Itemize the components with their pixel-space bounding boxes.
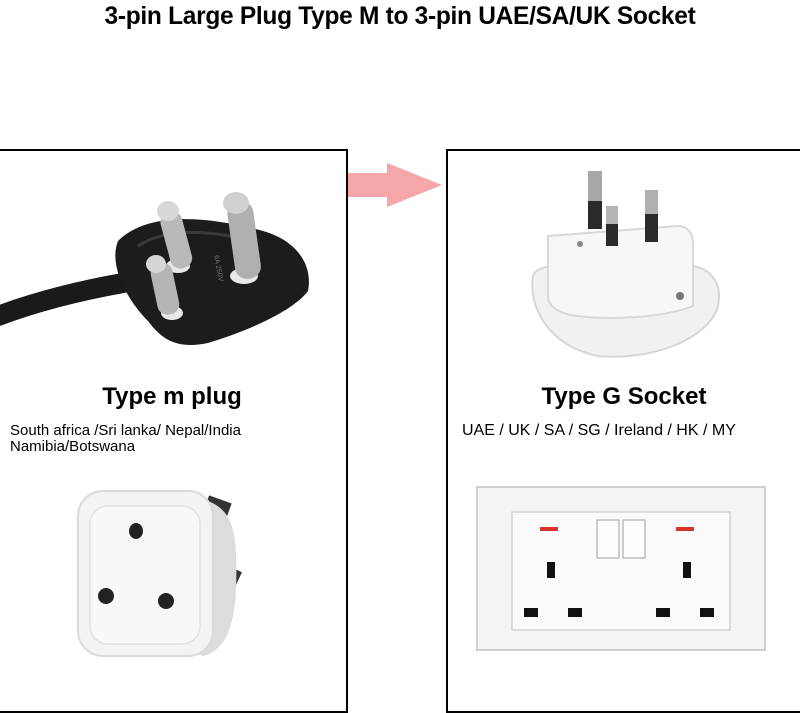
type-g-countries: UAE / UK / SA / SG / Ireland / HK / MY	[462, 422, 736, 439]
plug-marking: 6A 250V	[212, 255, 224, 283]
adapter-front-image	[77, 490, 242, 657]
type-m-heading: Type m plug	[102, 383, 242, 410]
type-g-heading: Type G Socket	[541, 383, 707, 410]
arrow-right-icon	[330, 163, 442, 207]
page-title: 3-pin Large Plug Type M to 3-pin UAE/SA/…	[104, 2, 696, 30]
type-m-panel: 6A 250V Type m plug South africa /Sri la…	[0, 149, 348, 713]
type-g-panel: Type G Socket UAE / UK / SA / SG / Irela…	[446, 149, 800, 713]
type-g-adapter-image	[531, 171, 720, 358]
type-m-plug-image: 6A 250V	[0, 192, 309, 345]
wall-socket-image	[476, 486, 766, 651]
type-m-countries-line1: South africa /Sri lanka/ Nepal/India	[10, 422, 241, 439]
type-m-countries-line2: Namibia/Botswana	[10, 438, 136, 455]
